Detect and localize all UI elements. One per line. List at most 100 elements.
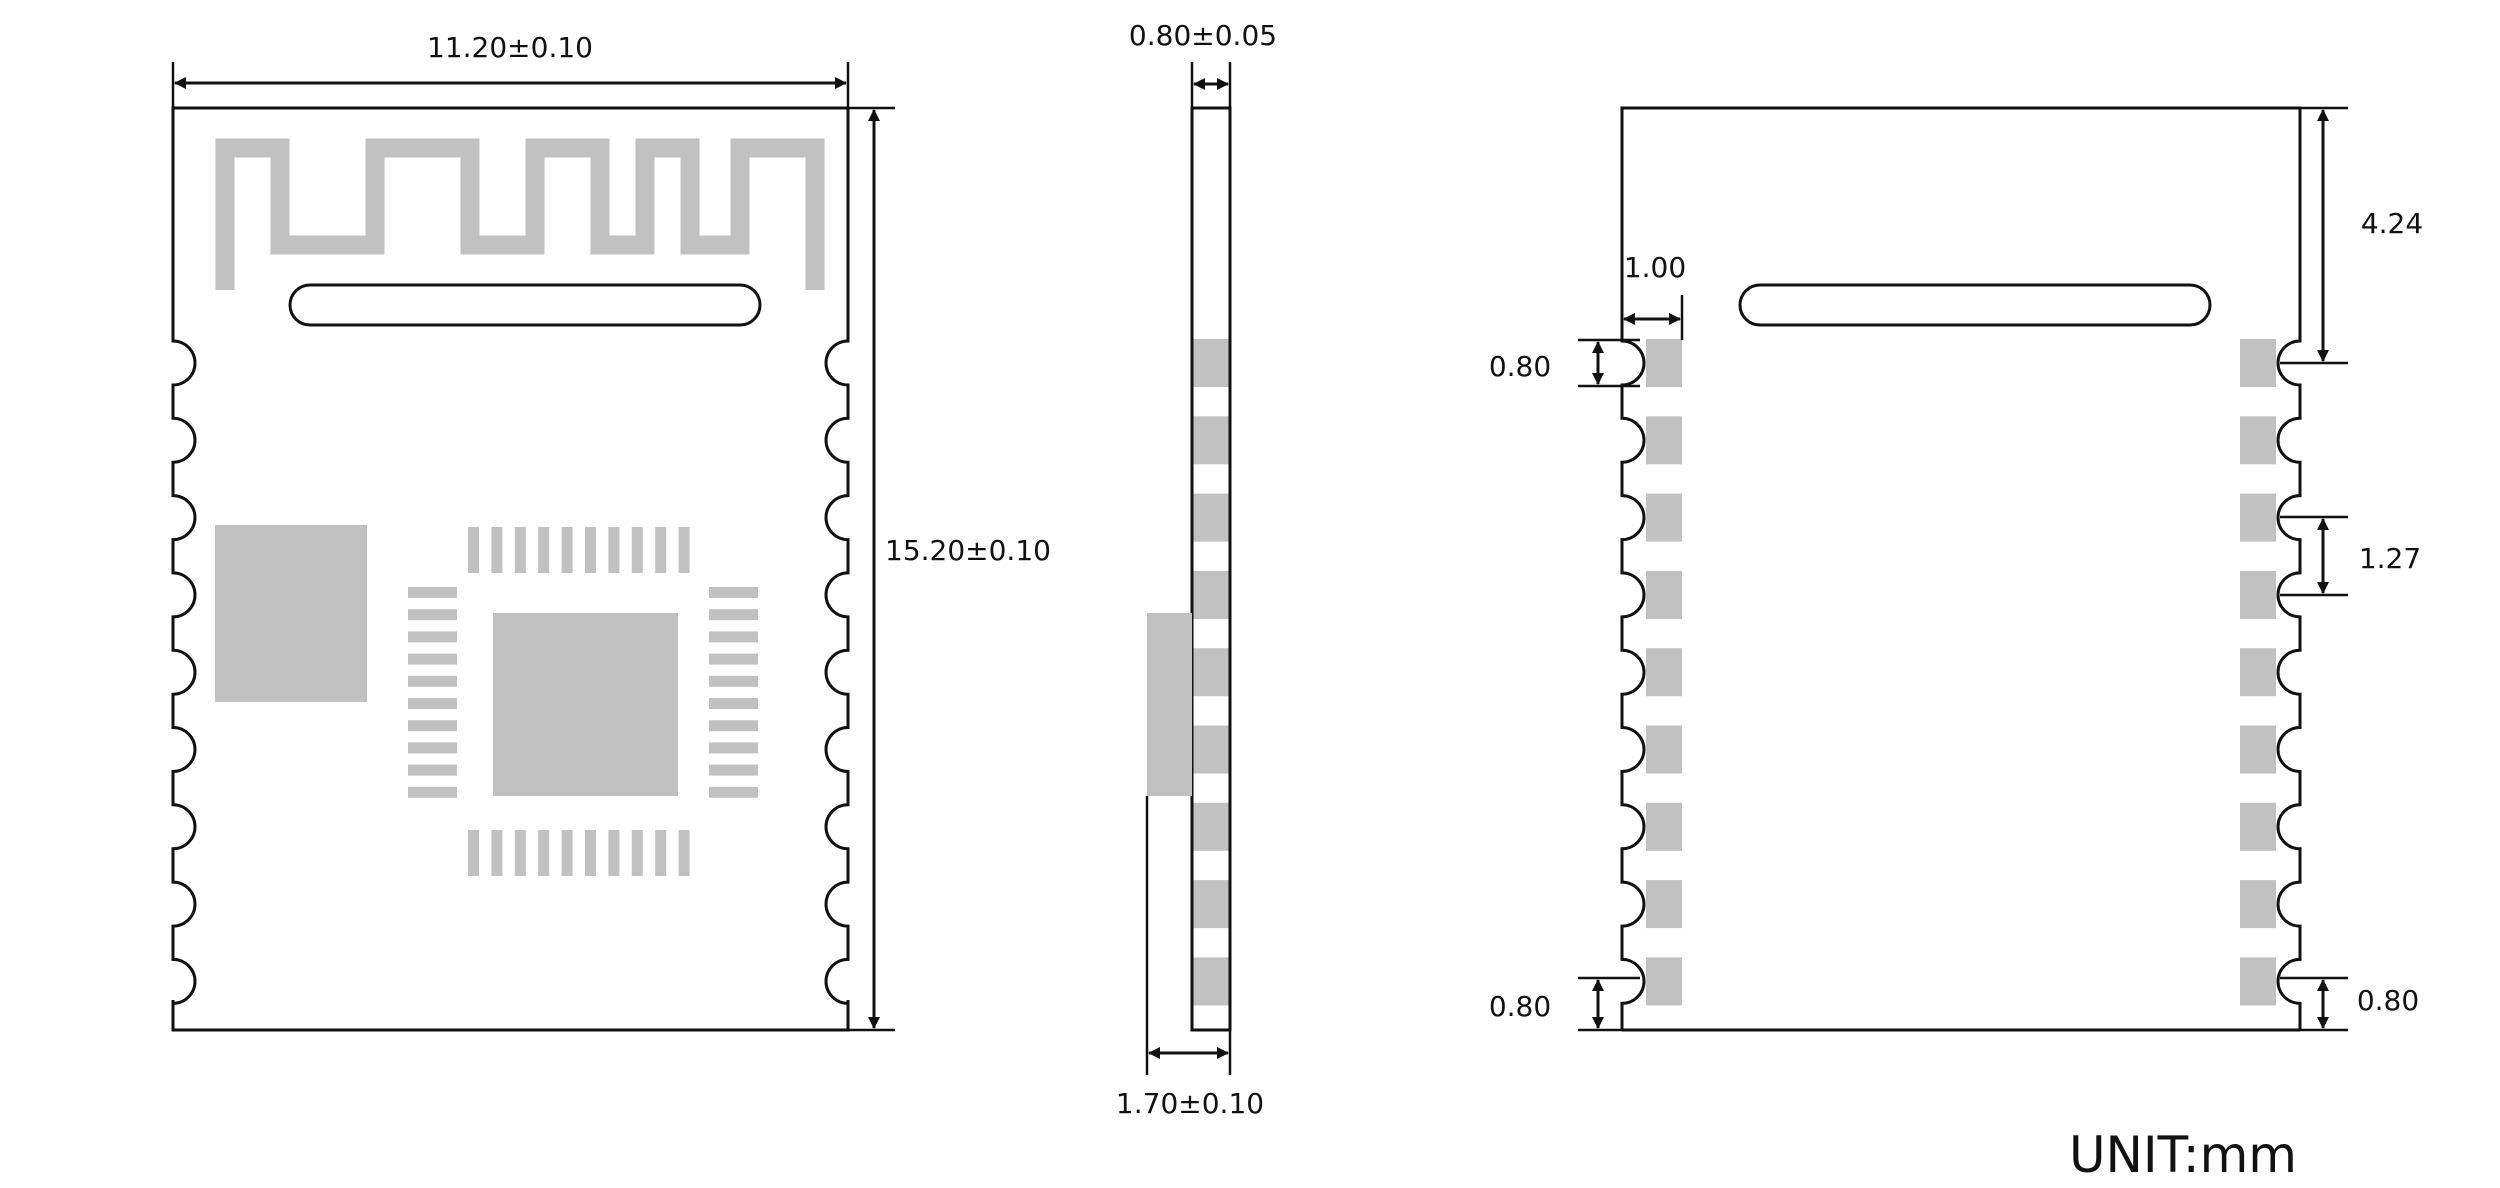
chip-pin: [655, 527, 667, 573]
bottom-pad: [1646, 339, 1682, 387]
pitch-label: 1.27: [2359, 542, 2421, 575]
side-pad: [1193, 570, 1229, 619]
bottom-pad: [1646, 648, 1682, 697]
chip-pin: [608, 527, 620, 573]
chip-pin: [491, 830, 503, 876]
top-view: 11.20±0.10 15.20±0.10: [170, 31, 1051, 1032]
side-shield-can: [1147, 613, 1192, 796]
bottom-pad: [1646, 570, 1682, 619]
right-castellations: [824, 330, 851, 1005]
chip-pins-bottom: [468, 830, 690, 876]
chip-pin: [709, 742, 758, 754]
side-view-pads: [1193, 339, 1229, 1006]
bottom-pad: [1646, 880, 1682, 929]
chip-pin: [709, 653, 758, 665]
chip-pin: [514, 830, 526, 876]
chip-pin: [709, 698, 758, 709]
chip-pin: [538, 527, 550, 573]
side-pad: [1193, 725, 1229, 774]
side-pad: [1193, 416, 1229, 465]
chip-pins-right: [709, 587, 758, 798]
side-pad: [1193, 880, 1229, 929]
bottom-pad: [2240, 725, 2276, 774]
chip-pin: [678, 830, 690, 876]
chip-pin: [709, 631, 758, 643]
bottom-pad: [1646, 416, 1682, 465]
castellated-edge: [1620, 338, 1646, 1030]
bottom-right-pad-label: 0.80: [2357, 984, 2419, 1017]
side-view: 0.80±0.05 1.70±0.10: [1116, 19, 1277, 1120]
pcb-antenna-trace: [215, 138, 825, 290]
left-castellations: [1620, 338, 1646, 1030]
side-pcb-outline: [1190, 106, 1232, 1032]
chip-pin: [608, 830, 620, 876]
bottom-pad: [2240, 648, 2276, 697]
side-pad: [1193, 648, 1229, 697]
chip-pin: [408, 631, 457, 643]
castellated-edge: [171, 330, 197, 1005]
bottom-pad: [1646, 802, 1682, 851]
bottom-pad: [2240, 339, 2276, 387]
chip-pin: [491, 527, 503, 573]
chip-pin: [585, 527, 596, 573]
chip-pin: [709, 764, 758, 776]
chip-pin: [655, 830, 667, 876]
chip-pin: [408, 653, 457, 665]
chip-pin: [631, 830, 643, 876]
chip-pin: [709, 720, 758, 732]
chip-pin: [408, 587, 457, 598]
bottom-pad: [1646, 957, 1682, 1006]
side-pad: [1193, 339, 1229, 387]
chip-pin: [408, 675, 457, 687]
bottom-pad: [2240, 880, 2276, 929]
chip-pin: [709, 786, 758, 798]
chip-pins-top: [468, 527, 690, 573]
bottom-pad: [1646, 725, 1682, 774]
left-pads: [1646, 339, 1682, 1006]
top-pad-label: 0.80: [1489, 350, 1551, 383]
chip-pin: [514, 527, 526, 573]
chip-pin: [709, 675, 758, 687]
component-block: [215, 525, 367, 702]
side-pad: [1193, 802, 1229, 851]
castellated-edge: [824, 330, 850, 1005]
pad-length-label: 1.00: [1624, 251, 1686, 284]
chip-pin: [561, 527, 573, 573]
bottom-pad: [2240, 570, 2276, 619]
bottom-pad: [2240, 416, 2276, 465]
chip-pin: [585, 830, 596, 876]
bottom-shield-slot: [1738, 283, 2212, 327]
bottom-pad: [1646, 493, 1682, 542]
chip-pins-left: [408, 587, 457, 798]
chip-pin: [468, 830, 479, 876]
chip-pin: [709, 587, 758, 598]
bottom-left-pad-label: 0.80: [1489, 990, 1551, 1023]
chip-pin: [468, 527, 479, 573]
bottom-pad: [2240, 802, 2276, 851]
chip-pin: [408, 609, 457, 621]
chip-pin: [408, 786, 457, 798]
castellated-edge: [2276, 338, 2302, 1030]
right-castellations: [2276, 338, 2302, 1030]
chip-pin: [408, 764, 457, 776]
chip-pin: [678, 527, 690, 573]
shield-slot: [288, 283, 762, 327]
chip-pin: [561, 830, 573, 876]
chip-pin: [631, 527, 643, 573]
height-dimension-label: 15.20±0.10: [885, 534, 1051, 567]
unit-label: UNIT:mm: [2069, 1126, 2297, 1184]
pcb-thickness-label: 0.80±0.05: [1129, 19, 1277, 52]
chip-pin: [709, 609, 758, 621]
clearance-label: 4.24: [2361, 207, 2423, 240]
bottom-view: 1.00 0.80 0.80 4.24 1.27 0.80: [1489, 106, 2423, 1032]
bottom-pad: [2240, 493, 2276, 542]
chip-pin: [408, 720, 457, 732]
bottom-pad: [2240, 957, 2276, 1006]
chip-pin: [408, 698, 457, 709]
chip-pin: [538, 830, 550, 876]
chip-pin: [408, 742, 457, 754]
chip-body: [493, 613, 678, 796]
side-pad: [1193, 957, 1229, 1006]
right-pads: [2240, 339, 2276, 1006]
